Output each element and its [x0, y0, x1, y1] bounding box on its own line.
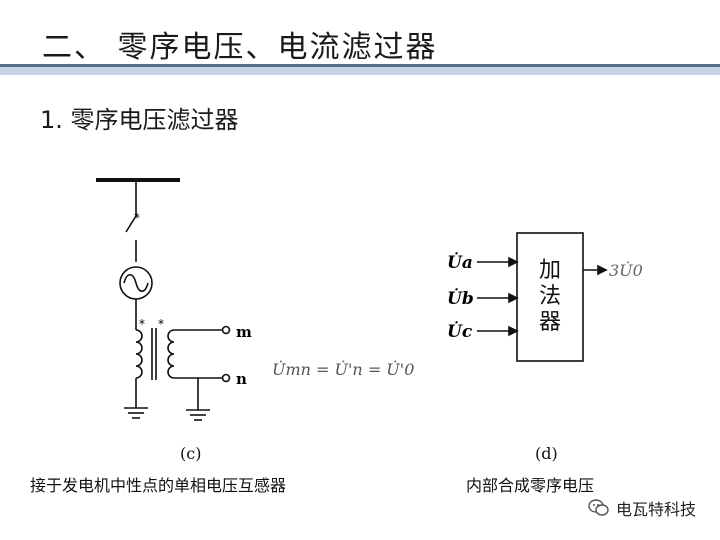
figure-d-label: (d) [535, 444, 558, 463]
title-divider [0, 64, 720, 67]
slide-title: 二、 零序电压、电流滤过器 [42, 30, 438, 65]
input-ua-label: U̇a [447, 253, 473, 273]
terminal-n-label: n [236, 370, 247, 388]
generator-neutral-vt-circuit [96, 178, 231, 421]
ground-symbol-primary [124, 407, 148, 419]
section-subtitle: 1. 零序电压滤过器 [40, 106, 239, 134]
terminal-n [221, 373, 231, 383]
adder-block-diagram [477, 232, 608, 362]
figure-c-label: (c) [180, 444, 202, 463]
adder-block [516, 232, 584, 362]
secondary-polarity-mark: * [158, 317, 164, 331]
input-uc-label: U̇c [447, 322, 473, 342]
ground-symbol-secondary [186, 409, 210, 421]
title-divider-shadow [0, 67, 720, 75]
breaker-polarity-mark: * [134, 211, 140, 225]
vt-secondary-winding [167, 329, 175, 379]
figure-d-caption: 内部合成零序电压 [466, 476, 595, 495]
terminal-m [221, 325, 231, 335]
input-ub-label: U̇b [447, 289, 474, 309]
vt-primary-winding [135, 329, 143, 379]
generator-sine [123, 273, 149, 293]
output-3u0-label: 3U̇0 [609, 261, 643, 280]
breaker-contact [125, 215, 137, 233]
terminal-m-label: m [236, 323, 252, 341]
zero-sequence-equation: U̇mn = U̇'n = U̇'0 [272, 360, 414, 379]
watermark-text: 电瓦特科技 [615, 500, 696, 519]
figure-c-caption: 接于发电机中性点的单相电压互感器 [30, 476, 287, 495]
primary-polarity-mark: * [139, 317, 145, 331]
watermark: 电瓦特科技 [588, 496, 696, 520]
wechat-icon [588, 499, 610, 517]
adder-block-label: 加法器 [538, 258, 561, 335]
